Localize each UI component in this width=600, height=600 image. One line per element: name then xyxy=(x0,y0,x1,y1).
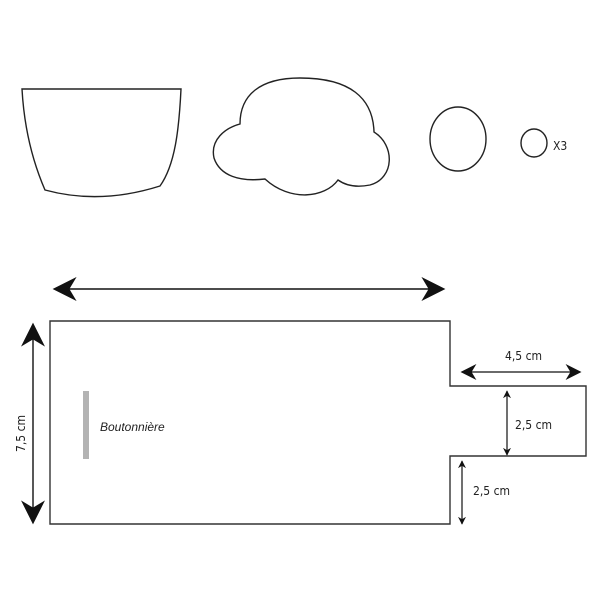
buttonhole-mark xyxy=(83,391,89,459)
buttonhole-label: Boutonnière xyxy=(100,420,165,434)
multiplier-label: X3 xyxy=(553,139,567,153)
cloud-shape xyxy=(212,77,390,196)
large-circle-shape xyxy=(429,106,487,172)
height-label: 7,5 cm xyxy=(14,415,28,452)
tab-height-label: 2,5 cm xyxy=(515,418,552,432)
small-circle-shape xyxy=(520,128,548,158)
main-pattern-piece xyxy=(49,320,587,525)
tab-width-label: 4,5 cm xyxy=(505,349,542,363)
cup-shape xyxy=(21,88,182,198)
bottom-offset-label: 2,5 cm xyxy=(473,484,510,498)
